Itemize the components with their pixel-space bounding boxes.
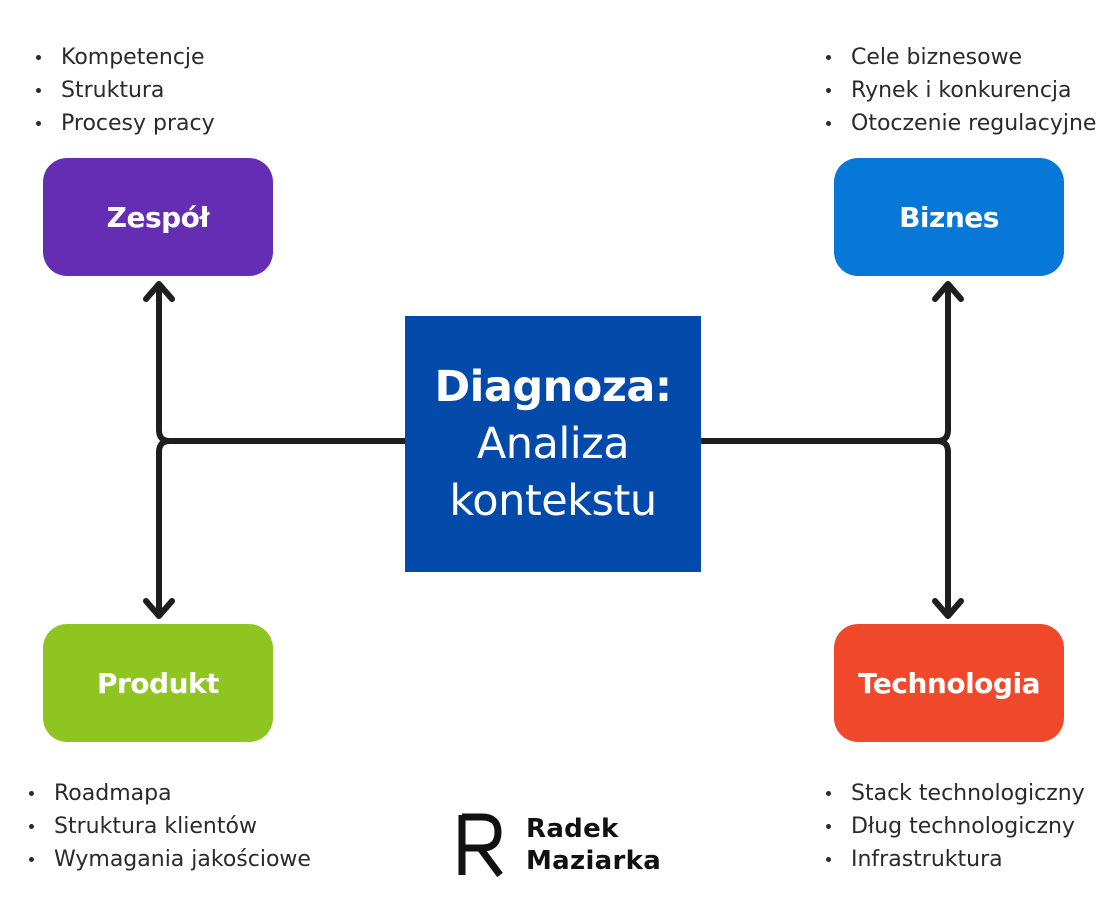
team-bullet-list: Kompetencje Struktura Procesy pracy xyxy=(36,41,215,140)
logo-wordmark: Radek Maziarka xyxy=(526,813,661,877)
bullet-dot-icon xyxy=(826,55,831,60)
technology-node: Technologia xyxy=(834,624,1064,742)
technology-bullet-list: Stack technologiczny Dług technologiczny… xyxy=(826,777,1085,876)
arrowhead-team xyxy=(143,281,175,302)
team-node: Zespół xyxy=(43,158,273,276)
bullet-dot-icon xyxy=(826,88,831,93)
product-bullet-list: Roadmapa Struktura klientów Wymagania ja… xyxy=(29,777,311,876)
connector-left-down xyxy=(156,438,173,617)
list-item: Stack technologiczny xyxy=(826,777,1085,810)
bullet-dot-icon xyxy=(29,824,34,829)
bullet-dot-icon xyxy=(36,55,41,60)
connector-right-down xyxy=(934,438,951,617)
bullet-dot-icon xyxy=(826,857,831,862)
team-node-label: Zespół xyxy=(106,200,210,234)
arrowhead-product xyxy=(143,598,175,619)
logo-r-icon xyxy=(458,813,503,877)
list-item: Rynek i konkurencja xyxy=(826,74,1096,107)
author-logo: Radek Maziarka xyxy=(458,812,661,878)
list-item: Cele biznesowe xyxy=(826,41,1096,74)
center-subtitle-line1: Analiza xyxy=(476,418,630,469)
list-item: Kompetencje xyxy=(36,41,215,74)
connector-center-to-right xyxy=(698,283,951,444)
list-item: Infrastruktura xyxy=(826,843,1085,876)
logo-line-2: Maziarka xyxy=(526,846,662,876)
list-item: Struktura xyxy=(36,74,215,107)
list-item: Dług technologiczny xyxy=(826,810,1085,843)
bullet-dot-icon xyxy=(826,121,831,126)
product-node: Produkt xyxy=(43,624,273,742)
product-node-label: Produkt xyxy=(96,666,220,700)
technology-node-label: Technologia xyxy=(858,666,1040,700)
connector-center-to-left xyxy=(156,283,408,444)
center-subtitle-line2: kontekstu xyxy=(449,475,657,526)
arrowhead-technology xyxy=(932,598,964,619)
center-title: Diagnoza: xyxy=(434,361,672,412)
list-item: Roadmapa xyxy=(29,777,311,810)
bullet-dot-icon xyxy=(36,88,41,93)
list-item: Struktura klientów xyxy=(29,810,311,843)
business-node-label: Biznes xyxy=(899,200,999,234)
center-node: Diagnoza: Analiza kontekstu xyxy=(405,316,701,572)
business-node: Biznes xyxy=(834,158,1064,276)
bullet-dot-icon xyxy=(826,791,831,796)
bullet-dot-icon xyxy=(29,791,34,796)
arrowhead-business xyxy=(932,281,964,302)
business-bullet-list: Cele biznesowe Rynek i konkurencja Otocz… xyxy=(826,41,1096,140)
logo-line-1: Radek xyxy=(526,814,619,844)
list-item: Procesy pracy xyxy=(36,107,215,140)
list-item: Otoczenie regulacyjne xyxy=(826,107,1096,140)
bullet-dot-icon xyxy=(29,857,34,862)
bullet-dot-icon xyxy=(826,824,831,829)
list-item: Wymagania jakościowe xyxy=(29,843,311,876)
bullet-dot-icon xyxy=(36,121,41,126)
